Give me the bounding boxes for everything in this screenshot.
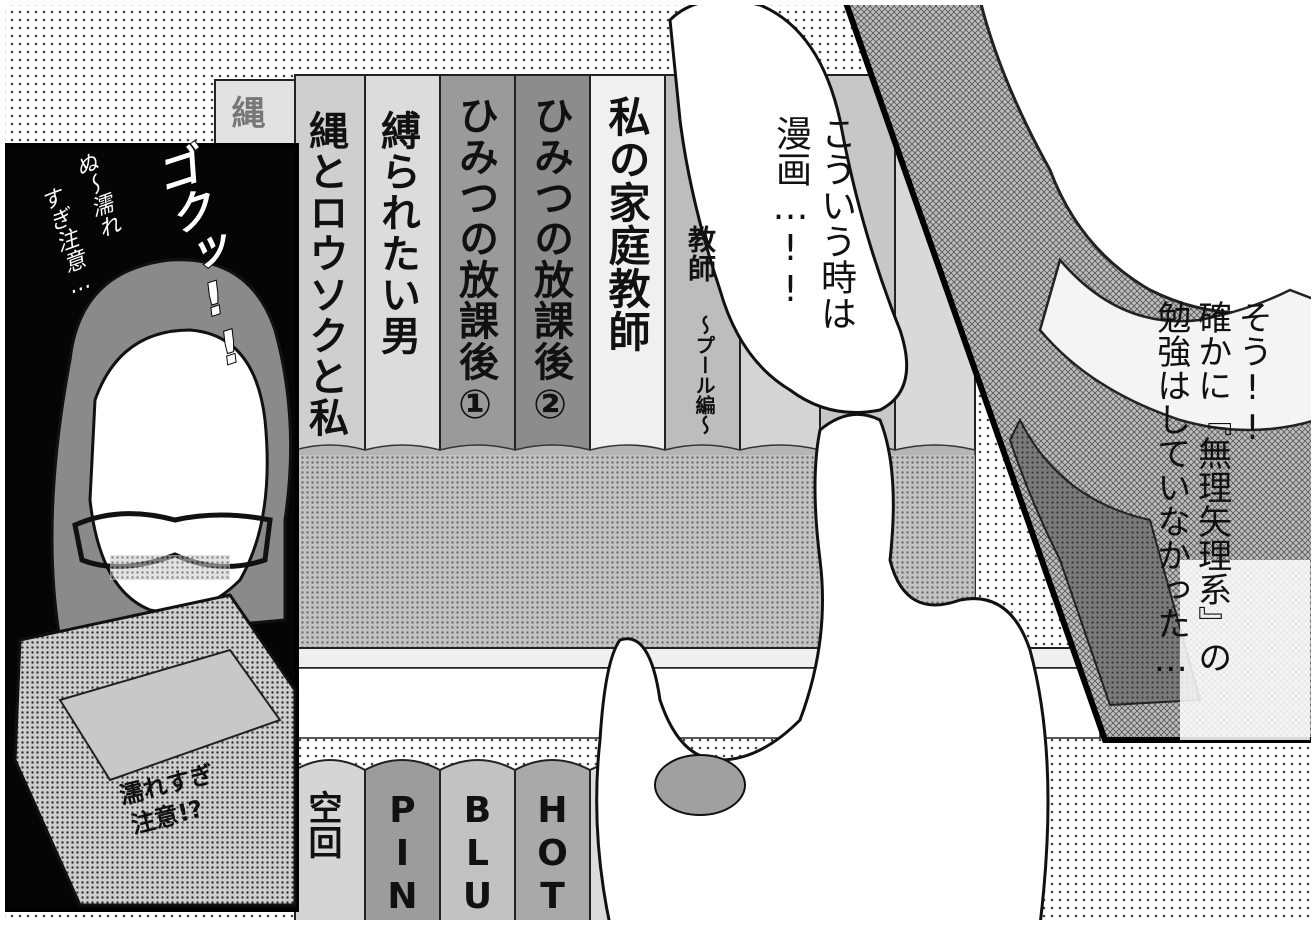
narration-caption: そう!! 確かに『無理矢理系』の 勉強はしていなかった… [1150, 300, 1273, 680]
book-title-bottom-1: 空回 [302, 790, 342, 860]
speech-line-2: 漫画…!! [770, 115, 811, 310]
book-title-1: 縄とロウソクと私 [302, 110, 348, 438]
book-title-bottom-4: HOT [532, 790, 573, 919]
book-title-6: 教師 [684, 225, 717, 283]
book-title-4: ひみつの放課後② [527, 95, 573, 429]
book-title-bottom-2: PINK [382, 790, 423, 925]
speech-bubble: こういう時は 漫画…!! [768, 115, 858, 331]
book-title-partial: 縄 [225, 95, 265, 130]
narration-line-1: そう!! [1232, 300, 1273, 448]
book-title-3: ひみつの放課後① [452, 95, 498, 429]
book-title-bottom-3: BLUE [457, 790, 498, 925]
narration-line-3: 勉強はしていなかった… [1150, 300, 1191, 680]
hand-upper [668, 0, 909, 414]
character-face [88, 328, 269, 614]
book-title-2: 縛られたい男 [374, 110, 420, 356]
speech-line-1: こういう時は [815, 115, 856, 331]
book-title-5: 私の家庭教師 [602, 95, 651, 353]
narration-line-2: 確かに『無理矢理系』の [1191, 300, 1232, 674]
book-subtitle-6: 〜プール編〜 [692, 315, 716, 435]
